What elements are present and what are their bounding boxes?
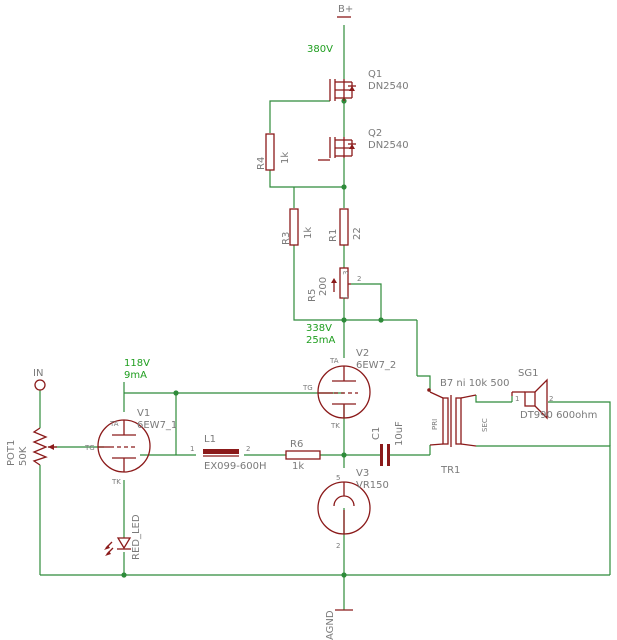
tr1-sec: SEC	[481, 418, 489, 432]
sg1-pin1: 1	[515, 395, 519, 403]
tr1-name: TR1	[440, 465, 460, 476]
v2-value: 6EW7_2	[356, 360, 396, 371]
resistor-r6: R6 1k	[285, 439, 321, 472]
q2-name: Q2	[368, 128, 382, 139]
v1-value: 6EW7_1	[137, 420, 177, 431]
voltage-380: 380V	[307, 44, 333, 55]
resistor-r3: R3 1k	[281, 208, 314, 246]
resistor-r4: R4 1k	[256, 133, 291, 171]
v2-name: V2	[356, 348, 369, 359]
voltage-338: 338V	[306, 323, 332, 334]
input-connector: IN	[33, 368, 46, 391]
resistor-r1: R1 22	[328, 208, 363, 246]
v1-tk: TK	[111, 478, 121, 486]
transformer-tr1: PRI SEC B7 ni 10k 500 TR1	[427, 378, 509, 476]
r4-value: 1k	[280, 152, 291, 164]
c1-name: C1	[371, 427, 382, 440]
voltage-118: 118V	[124, 358, 150, 369]
sg1-value: DT990 600ohm	[520, 410, 597, 421]
input-label: IN	[33, 368, 43, 379]
pot1-value: 50K	[18, 446, 29, 466]
q1-value: DN2540	[368, 81, 409, 92]
r3-value: 1k	[303, 227, 314, 239]
q2-value: DN2540	[368, 140, 409, 151]
r4-name: R4	[256, 157, 267, 170]
r3-name: R3	[281, 232, 292, 245]
tube-v1: TA TG TK V1 6EW7_1	[84, 408, 177, 486]
r1-name: R1	[328, 229, 339, 242]
v3-pin2: 2	[336, 542, 340, 550]
v3-value: VR150	[356, 480, 389, 491]
l1-value: EX099-600H	[204, 461, 266, 472]
potentiometer-pot1: POT1 50K	[6, 427, 57, 466]
r6-name: R6	[290, 439, 303, 450]
l1-pin2: 2	[246, 445, 250, 453]
sg1-pin2: 2	[549, 395, 553, 403]
r5-value: 200	[318, 277, 329, 296]
v1-tg: TG	[84, 444, 95, 452]
current-25: 25mA	[306, 335, 335, 346]
v3-name: V3	[356, 468, 369, 479]
tube-v2: TA TG TK V2 6EW7_2	[302, 348, 396, 430]
inductor-l1: 1 2 L1 EX099-600H	[190, 434, 266, 472]
led-value: RED_LED	[131, 514, 142, 560]
bplus-supply: B+ 380V	[307, 4, 353, 55]
tr1-pri: PRI	[431, 419, 439, 430]
v2-ta: TA	[329, 357, 339, 365]
junctions	[121, 98, 384, 578]
q1-name: Q1	[368, 69, 382, 80]
mosfet-q1: Q1 DN2540	[329, 69, 409, 101]
mosfet-q2: Q2 DN2540	[318, 128, 409, 161]
v2-tg: TG	[302, 384, 313, 392]
r5-pin2: 2	[357, 275, 361, 283]
l1-pin1: 1	[190, 445, 194, 453]
wires	[39, 25, 611, 610]
tr1-value: B7 ni 10k 500	[440, 378, 509, 389]
r1-value: 22	[352, 227, 363, 240]
pot1-name: POT1	[6, 440, 17, 466]
r6-value: 1k	[292, 461, 304, 472]
v3-pin5: 5	[336, 474, 340, 482]
capacitor-c1: C1 10uF	[371, 421, 405, 466]
bplus-label: B+	[338, 4, 353, 15]
l1-name: L1	[204, 434, 216, 445]
agnd-label: AGND	[325, 610, 336, 640]
tube-v3: 5 2 V3 VR150	[317, 468, 389, 550]
r5-pin1: 1	[342, 296, 350, 300]
led-red: RED_LED	[104, 514, 142, 560]
v1-name: V1	[137, 408, 150, 419]
r5-name: R5	[307, 289, 318, 302]
v2-tk: TK	[330, 422, 340, 430]
sg1-name: SG1	[518, 368, 538, 379]
speaker-sg1: 1 2 SG1 DT990 600ohm	[511, 368, 597, 421]
r5-pin3: 3	[342, 271, 350, 275]
c1-value: 10uF	[394, 421, 405, 446]
v1-ta: TA	[109, 420, 119, 428]
ground-symbol: AGND	[325, 609, 353, 640]
trimmer-r5: R5 200 3 1 2	[307, 267, 361, 302]
current-9: 9mA	[124, 370, 147, 381]
